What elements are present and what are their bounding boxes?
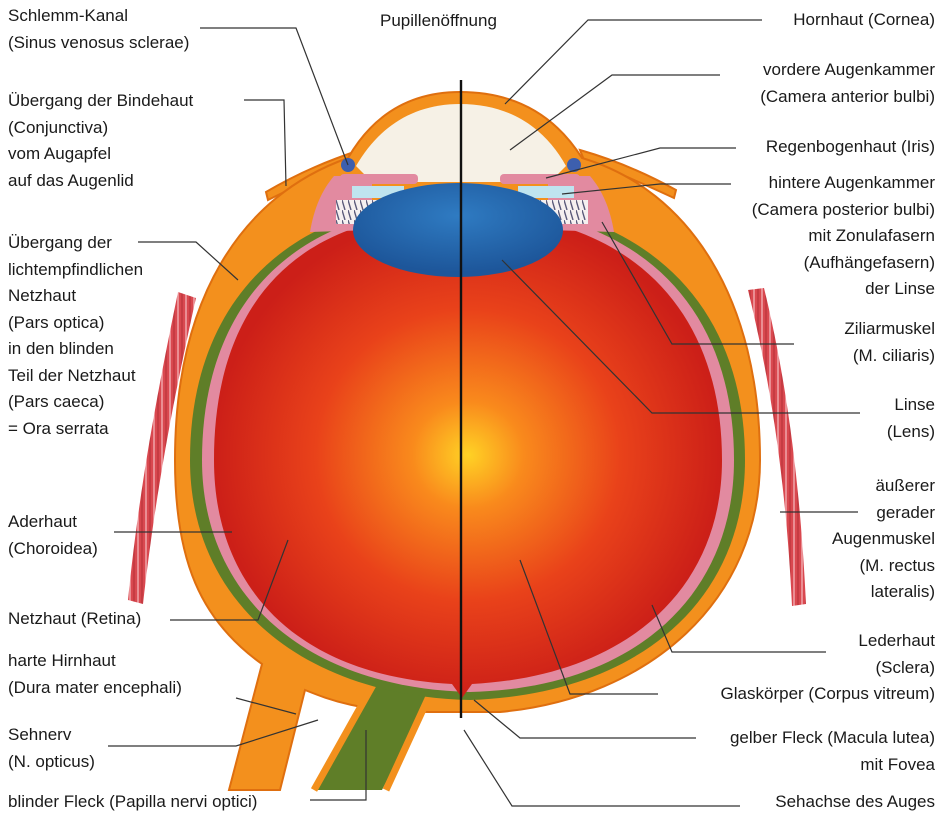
label-line: Sehachse des Auges — [775, 789, 935, 816]
label-line: Regenbogenhaut (Iris) — [766, 134, 935, 161]
label-line: lateralis) — [832, 579, 935, 606]
label-schlemm-canal: Schlemm-Kanal(Sinus venosus sclerae) — [8, 3, 189, 56]
label-line: der Linse — [752, 276, 935, 303]
label-line: hintere Augenkammer — [752, 170, 935, 197]
label-line: (Sclera) — [858, 655, 935, 682]
label-line: mit Fovea — [730, 752, 935, 779]
label-line: Aderhaut — [8, 509, 98, 536]
label-line: Glaskörper (Corpus vitreum) — [721, 681, 935, 708]
label-line: = Ora serrata — [8, 416, 143, 443]
label-line: (Camera anterior bulbi) — [760, 84, 935, 111]
label-line: Schlemm-Kanal — [8, 3, 189, 30]
label-line: (N. opticus) — [8, 749, 95, 776]
label-lens: Linse(Lens) — [887, 392, 935, 445]
label-line: (Pars caeca) — [8, 389, 143, 416]
label-line: (Camera posterior bulbi) — [752, 197, 935, 224]
label-anterior-chamber: vordere Augenkammer(Camera anterior bulb… — [760, 57, 935, 110]
lens-shape — [353, 183, 563, 277]
leader-conjunctiva — [244, 100, 286, 186]
label-line: (M. ciliaris) — [844, 343, 935, 370]
label-line: Lederhaut — [858, 628, 935, 655]
label-sclera: Lederhaut(Sclera) — [858, 628, 935, 681]
label-line: (Sinus venosus sclerae) — [8, 30, 189, 57]
label-optic-nerve: Sehnerv(N. opticus) — [8, 722, 95, 775]
label-line: vordere Augenkammer — [760, 57, 935, 84]
label-line: in den blinden — [8, 336, 143, 363]
label-posterior-chamber: hintere Augenkammer(Camera posterior bul… — [752, 170, 935, 303]
label-line: Pupillenöffnung — [380, 8, 497, 35]
label-line: auf das Augenlid — [8, 168, 193, 195]
label-line: Netzhaut (Retina) — [8, 606, 141, 633]
label-retina: Netzhaut (Retina) — [8, 606, 141, 633]
label-visual-axis: Sehachse des Auges — [775, 789, 935, 816]
label-line: Übergang der Bindehaut — [8, 88, 193, 115]
label-cornea: Hornhaut (Cornea) — [793, 7, 935, 34]
label-choroid: Aderhaut(Choroidea) — [8, 509, 98, 562]
label-conjunctiva: Übergang der Bindehaut(Conjunctiva)vom A… — [8, 88, 193, 194]
iris-left — [340, 174, 418, 184]
label-line: (Aufhängefasern) — [752, 250, 935, 277]
label-line: Augenmuskel — [832, 526, 935, 553]
label-line: Übergang der — [8, 230, 143, 257]
vitreous-body — [214, 212, 722, 698]
label-macula-lutea: gelber Fleck (Macula lutea)mit Fovea — [730, 725, 935, 778]
label-line: blinder Fleck (Papilla nervi optici) — [8, 789, 257, 816]
label-ciliary-muscle: Ziliarmuskel(M. ciliaris) — [844, 316, 935, 369]
label-blind-spot: blinder Fleck (Papilla nervi optici) — [8, 789, 257, 816]
label-line: (Pars optica) — [8, 310, 143, 337]
label-line: mit Zonulafasern — [752, 223, 935, 250]
label-line: harte Hirnhaut — [8, 648, 182, 675]
label-dura-mater: harte Hirnhaut(Dura mater encephali) — [8, 648, 182, 701]
label-line: Netzhaut — [8, 283, 143, 310]
label-pupil-opening: Pupillenöffnung — [380, 8, 497, 35]
iris-right — [500, 174, 580, 184]
label-line: Sehnerv — [8, 722, 95, 749]
label-line: (Lens) — [887, 419, 935, 446]
label-line: vom Augapfel — [8, 141, 193, 168]
label-line: Ziliarmuskel — [844, 316, 935, 343]
leader-cornea — [505, 20, 762, 104]
label-line: Linse — [887, 392, 935, 419]
label-line: gerader — [832, 500, 935, 527]
label-line: äußerer — [832, 473, 935, 500]
label-line: (M. rectus — [832, 553, 935, 580]
leader-schlemm — [200, 28, 348, 165]
label-iris: Regenbogenhaut (Iris) — [766, 134, 935, 161]
label-line: Teil der Netzhaut — [8, 363, 143, 390]
label-vitreous-body: Glaskörper (Corpus vitreum) — [721, 681, 935, 708]
leader-visual-axis — [464, 730, 740, 806]
label-line: lichtempfindlichen — [8, 257, 143, 284]
label-line: gelber Fleck (Macula lutea) — [730, 725, 935, 752]
label-line: (Dura mater encephali) — [8, 675, 182, 702]
label-line: (Choroidea) — [8, 536, 98, 563]
label-line: (Conjunctiva) — [8, 115, 193, 142]
label-line: Hornhaut (Cornea) — [793, 7, 935, 34]
